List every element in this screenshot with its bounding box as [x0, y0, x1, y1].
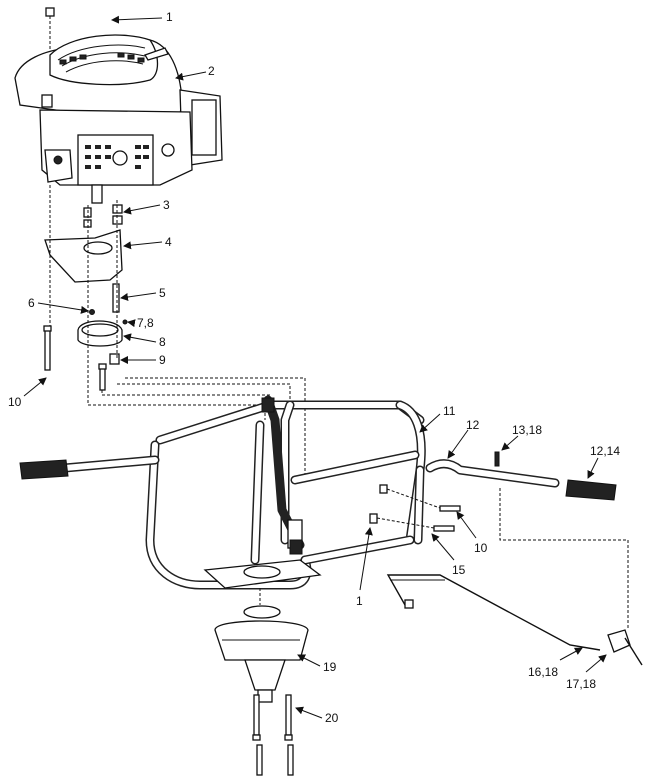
callout-16-18: 16,18: [528, 665, 558, 679]
callout-10-right: 10: [474, 541, 488, 555]
callout-2: 2: [208, 64, 215, 78]
callout-3: 3: [163, 198, 170, 212]
callout-10-left: 10: [8, 395, 22, 409]
mount-parts: [43, 185, 306, 480]
callout-17-18: 17,18: [566, 677, 596, 691]
callout-labels: 1 2 3 4 5 6 7,8 8 9 10 11 12 13,18 12,14…: [8, 10, 620, 725]
throttle-cable: [386, 488, 643, 666]
engine-icon: [14, 7, 223, 204]
callout-13-18: 13,18: [512, 423, 542, 437]
callout-6: 6: [28, 296, 35, 310]
gearbox: [214, 588, 309, 776]
handle-frame-icon: [19, 395, 617, 590]
callout-7-8: 7,8: [137, 316, 154, 330]
callout-15: 15: [452, 563, 466, 577]
callout-19: 19: [323, 660, 337, 674]
callout-9: 9: [159, 353, 166, 367]
callout-4: 4: [165, 235, 172, 249]
callout-5: 5: [159, 286, 166, 300]
callout-1-frame: 1: [356, 594, 363, 608]
callout-8: 8: [159, 335, 166, 349]
callout-12-14: 12,14: [590, 444, 620, 458]
callout-12: 12: [466, 418, 480, 432]
callout-leaders: [23, 15, 607, 719]
callout-1: 1: [166, 10, 173, 24]
callout-20: 20: [325, 711, 339, 725]
callout-11: 11: [443, 404, 456, 418]
